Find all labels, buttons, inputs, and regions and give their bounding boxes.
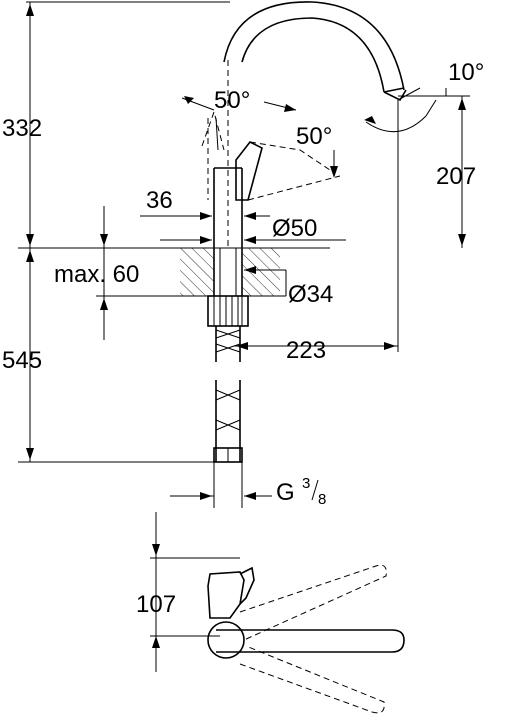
diameter-34-label: Ø34 <box>288 281 333 308</box>
max-60-label: max. 60 <box>54 261 139 288</box>
supply-hose-upper <box>215 326 241 362</box>
reach-dimension <box>234 342 398 350</box>
hose-length-545-label: 545 <box>2 347 42 374</box>
thread-fraction-numerator: 3 <box>302 475 310 492</box>
spout <box>223 1 407 352</box>
body-diameter-dimension <box>160 236 346 244</box>
mounting-nut <box>207 295 249 327</box>
connection-thread-label: G <box>276 479 295 506</box>
top-view-depth-dimension <box>150 512 240 672</box>
supply-hose-lower <box>213 380 243 463</box>
top-view-spout-swing <box>239 564 387 714</box>
deck-thickness-dimension <box>96 206 180 340</box>
lever-angle-front <box>181 96 297 151</box>
height-332-label: 332 <box>2 115 42 142</box>
deck-section <box>170 247 300 297</box>
thread-fraction-denominator: 8 <box>318 491 326 508</box>
top-view-faucet <box>207 566 405 659</box>
lever-offset-dimension <box>140 212 270 220</box>
height-207-label: 207 <box>436 163 476 190</box>
offset-36-label: 36 <box>146 187 173 214</box>
spout-angle-marker <box>364 87 470 133</box>
angle-50-front-label: 50° <box>214 87 250 114</box>
connection-dimension <box>170 462 272 508</box>
spout-height-dimension <box>458 96 466 248</box>
lever-angle-side <box>330 150 338 178</box>
angle-50-side-label: 50° <box>296 123 332 150</box>
lever <box>201 110 341 201</box>
thread-g: G <box>276 479 295 506</box>
thread-fraction-slash <box>311 479 319 501</box>
depth-107-label: 107 <box>136 591 176 618</box>
angle-10-label: 10° <box>448 59 484 86</box>
diameter-50-label: Ø50 <box>272 215 317 242</box>
reach-223-label: 223 <box>286 337 326 364</box>
hole-diameter-dimension <box>244 266 287 296</box>
faucet-body <box>207 60 243 248</box>
